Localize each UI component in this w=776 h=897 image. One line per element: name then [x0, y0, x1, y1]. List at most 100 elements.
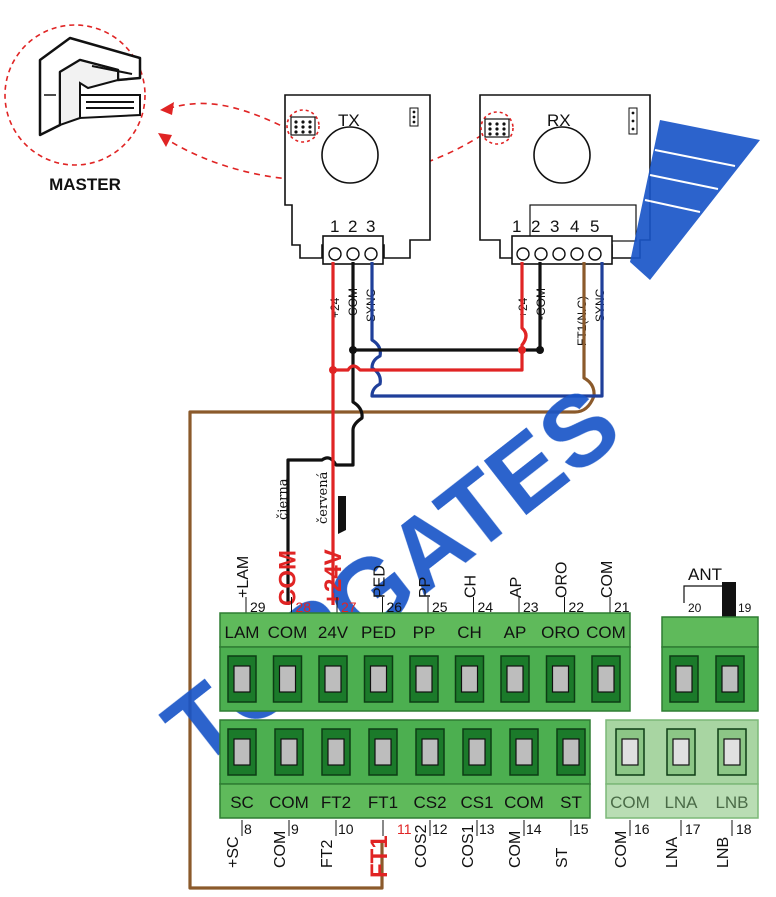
top-terminal-screw[interactable]: [591, 655, 621, 703]
tx-jumper-arrow: [169, 102, 291, 131]
bottom-terminal-number: 11: [397, 821, 412, 837]
tx-wire-plus24: +24: [328, 297, 342, 318]
tx-title: TX: [338, 111, 360, 130]
bottom-terminal-screw[interactable]: [462, 728, 492, 776]
top-terminal-label: COM: [586, 623, 626, 642]
rx-pin-3: 3: [550, 217, 559, 236]
tx-pin-1: 1: [330, 217, 339, 236]
bottom-terminal-label: FT1: [368, 793, 398, 812]
top-terminal-name: COM: [275, 550, 302, 606]
tx-lens: [321, 126, 379, 184]
rx-pin-2: 2: [531, 217, 540, 236]
top-terminal-number: 21: [614, 599, 630, 615]
bottom-terminal-name: COS1: [460, 824, 477, 868]
tx-jumper-circle: [286, 109, 320, 143]
top-terminal-label: LAM: [225, 623, 260, 642]
bottom-terminal-screw[interactable]: [556, 728, 586, 776]
tx-arrow-head: [160, 102, 174, 115]
bottom-terminal-label: CS2: [413, 793, 446, 812]
top-terminal-screw[interactable]: [363, 655, 394, 703]
optional-terminal-label: COM: [610, 793, 650, 812]
top-terminal-screw[interactable]: [454, 655, 485, 703]
ant-num-20: 20: [688, 601, 702, 615]
top-terminal-label: AP: [504, 623, 527, 642]
rx-wire-ft1: FT1(N.C): [575, 296, 589, 346]
rx-wire-sync: SYNC: [593, 288, 607, 322]
top-terminal-name: CH: [463, 575, 480, 598]
master-callout-circle: [4, 24, 146, 166]
bottom-terminal-screw[interactable]: [509, 728, 539, 776]
bottom-terminal-number: 10: [338, 821, 354, 837]
rx-jumper-circle: [480, 111, 514, 145]
optional-terminal-name: COM: [613, 831, 630, 868]
top-terminal-labels: +LAM29COM28+24V27PED26PP25CH24AP23ORO22C…: [235, 549, 630, 615]
rx-pin-4: 4: [570, 217, 579, 236]
wires: [188, 262, 604, 890]
tx-board: TX 1 2 3 +24 -COM SYNC: [284, 94, 431, 322]
red-wire-note: červená: [316, 471, 331, 524]
bottom-terminal-number: 12: [432, 821, 448, 837]
optional-terminal-number: 16: [634, 821, 650, 837]
bottom-terminal-name: COM: [507, 831, 524, 868]
watermark-wedge: [630, 120, 760, 280]
rx-jumper-arrow: [167, 134, 483, 182]
top-terminal-number: 23: [523, 599, 539, 615]
bottom-terminal-label: COM: [504, 793, 544, 812]
bottom-terminal-label: ST: [560, 793, 582, 812]
optional-terminal-screw[interactable]: [615, 728, 645, 776]
bottom-terminal-label: SC: [230, 793, 254, 812]
optional-terminal-screw[interactable]: [666, 728, 696, 776]
top-terminal-label: ORO: [541, 623, 580, 642]
optional-terminal-name: LNB: [715, 837, 732, 868]
bottom-terminal-name: COS2: [413, 824, 430, 868]
bottom-terminal-number: 15: [573, 821, 589, 837]
top-terminal-label: 24V: [318, 623, 349, 642]
top-terminal-screw[interactable]: [227, 655, 257, 703]
bottom-terminal-name: ST: [554, 847, 571, 868]
top-terminal-screw[interactable]: [500, 655, 530, 703]
top-terminal-screw[interactable]: [409, 655, 439, 703]
ant-screw-2[interactable]: [715, 655, 745, 703]
optional-terminal-name: LNA: [664, 837, 681, 868]
bottom-terminal-screw[interactable]: [321, 728, 351, 776]
bottom-terminal-number: 13: [479, 821, 495, 837]
rx-title: RX: [547, 111, 571, 130]
optional-terminal-number: 18: [736, 821, 752, 837]
wire-sleeve: [338, 496, 346, 534]
rx-arrow-head: [158, 133, 172, 147]
top-terminal-number: 28: [296, 599, 312, 615]
bottom-terminal-screw[interactable]: [227, 728, 257, 776]
top-terminal-number: 29: [250, 599, 266, 615]
optional-terminal-number: 17: [685, 821, 701, 837]
rx-pin-1: 1: [512, 217, 521, 236]
bottom-terminal-name: +SC: [225, 836, 242, 868]
bottom-terminal-label: COM: [269, 793, 309, 812]
top-terminal-label: PP: [413, 623, 436, 642]
bottom-terminal-screw[interactable]: [274, 728, 304, 776]
jumper-icon: [38, 36, 142, 137]
top-terminal-screw[interactable]: [318, 655, 348, 703]
top-terminal-number: 26: [387, 599, 403, 615]
tx-pin-3: 3: [366, 217, 375, 236]
top-terminal-screw[interactable]: [545, 655, 576, 703]
tx-pin-2: 2: [348, 217, 357, 236]
ant-terminal-mark: [722, 582, 736, 620]
bottom-terminal-number: 9: [291, 821, 299, 837]
bottom-terminal-screw[interactable]: [415, 728, 445, 776]
bottom-terminal-screw[interactable]: [368, 728, 398, 776]
bottom-strip-bar: [219, 783, 591, 819]
top-terminal-name: PP: [417, 577, 434, 598]
black-wire-com-rx: [351, 262, 542, 352]
top-terminal-screw[interactable]: [272, 655, 303, 703]
optional-terminal-screw[interactable]: [717, 728, 747, 776]
master-jumper-callout: MASTER: [4, 24, 146, 194]
top-terminal-label: CH: [457, 623, 482, 642]
ant-block: ANT 20 19: [661, 565, 759, 712]
ant-screw-1[interactable]: [669, 655, 699, 703]
